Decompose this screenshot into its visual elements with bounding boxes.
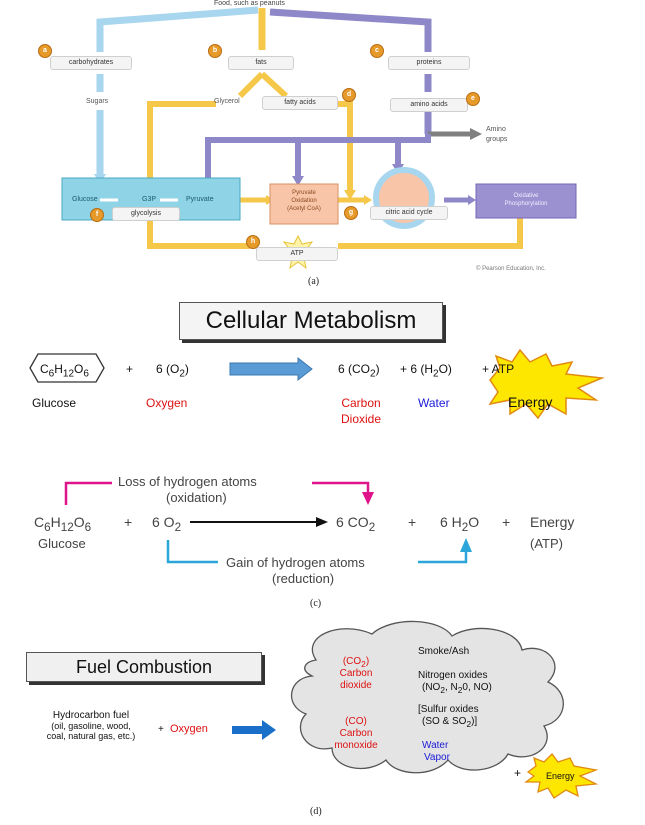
water-vapor-label-1: Water xyxy=(422,740,449,751)
nitrogen-oxides-label-2: (NO2, N20, NO) xyxy=(422,682,492,695)
co-formula-d: (CO) xyxy=(345,716,367,727)
co2-label-d-2: dioxide xyxy=(340,680,372,691)
smoke-ash-label: Smoke/Ash xyxy=(418,646,470,657)
atp-label: ATP xyxy=(256,247,338,261)
pyruvate-ox-line-1: Pyruvate xyxy=(292,190,316,196)
water-label-b: Water xyxy=(418,396,450,410)
glucose-label-b: Glucose xyxy=(32,396,77,410)
oxphos-line-1: Oxidative xyxy=(513,193,539,199)
oxygen-label-b: Oxygen xyxy=(146,396,188,410)
plus-c-2: + xyxy=(408,514,417,530)
gain-label-2: (reduction) xyxy=(272,571,335,586)
loss-label-1: Loss of hydrogen atoms xyxy=(118,474,257,489)
atp-label-c: (ATP) xyxy=(530,536,563,551)
sulfur-oxides-label-2: (SO & SO2)] xyxy=(422,716,478,729)
caption-d: (d) xyxy=(310,806,322,817)
oxygen-formula: 6 (O2) xyxy=(156,362,189,380)
o2-formula-c: 6 O2 xyxy=(152,514,182,534)
pyruvate-oxidation-box: Pyruvate Oxidation (Acetyl CoA) xyxy=(270,189,338,213)
fuel-combustion-title: Fuel Combustion xyxy=(75,657,213,677)
hydrocarbon-fuel-1: Hydrocarbon fuel xyxy=(52,710,130,721)
proteins-label: proteins xyxy=(388,56,470,70)
loss-label-2: (oxidation) xyxy=(166,490,227,505)
carbon-label-b-1: Carbon xyxy=(341,396,381,410)
h2o-formula-c: 6 H2O xyxy=(440,514,480,534)
food-label: Food, such as peanuts xyxy=(214,0,285,7)
co2-formula-c: 6 CO2 xyxy=(336,514,376,534)
gain-label-1: Gain of hydrogen atoms xyxy=(226,555,365,570)
water-formula: + 6 (H2O) xyxy=(400,362,452,380)
nitrogen-oxides-label-1: Nitrogen oxides xyxy=(418,670,488,681)
co-label-d-1: Carbon xyxy=(339,728,373,739)
plus-sign-1: + xyxy=(126,362,134,376)
panel-a-arrows xyxy=(61,6,577,270)
co2-formula-d: (CO2) xyxy=(342,656,370,669)
co2-formula: 6 (CO2) xyxy=(338,362,380,380)
water-vapor-label-2: Vapor xyxy=(424,752,450,763)
sulfur-oxides-label-1: [Sulfur oxides xyxy=(418,704,479,715)
panel-c-arrows xyxy=(64,481,472,564)
oxygen-label-d: Oxygen xyxy=(170,723,208,735)
badge-f: f xyxy=(90,208,104,222)
plus-energy-sign: + xyxy=(514,766,522,780)
carbon-label-b-2: Dioxide xyxy=(340,412,382,426)
panel-b-graphics xyxy=(29,348,605,420)
atp-text: + ATP xyxy=(482,362,515,376)
carbohydrates-label: carbohydrates xyxy=(50,56,132,70)
badge-h: h xyxy=(246,235,260,249)
badge-e: e xyxy=(466,92,480,106)
badge-b: b xyxy=(208,44,222,58)
cellular-metabolism-title: Cellular Metabolism xyxy=(205,307,417,334)
pyruvate-ox-line-2: Oxidation xyxy=(291,198,317,204)
amino-acids-label: amino acids xyxy=(390,98,468,112)
co-label-d-2: monoxide xyxy=(334,740,378,751)
panel-d-graphics xyxy=(232,620,599,799)
cellular-metabolism-title-box: Cellular Metabolism xyxy=(179,302,443,340)
energy-label-b: Energy xyxy=(508,394,553,410)
oxphos-box: Oxidative Phosphorylation xyxy=(476,192,576,208)
glycolysis-label: glycolysis xyxy=(112,207,180,221)
caption-a: (a) xyxy=(308,276,320,287)
glucose-label-c: Glucose xyxy=(38,536,86,551)
glycerol-label: Glycerol xyxy=(214,98,240,105)
amino-groups-label-2: groups xyxy=(486,136,508,143)
pyruvate-ox-line-3: (Acetyl CoA) xyxy=(287,206,321,212)
energy-label-d: Energy xyxy=(546,771,575,781)
badge-g: g xyxy=(344,206,358,220)
badge-a: a xyxy=(38,44,52,58)
hydrocarbon-fuel-2: (oil, gasoline, wood, xyxy=(51,721,131,731)
badge-d: d xyxy=(342,88,356,102)
hydrocarbon-fuel-3: coal, natural gas, etc.) xyxy=(46,731,136,741)
energy-c: Energy xyxy=(530,514,575,530)
caption-c: (c) xyxy=(310,598,322,609)
oxphos-line-2: Phosphorylation xyxy=(504,201,548,207)
sugars-label: Sugars xyxy=(86,98,109,105)
fats-label: fats xyxy=(228,56,294,70)
copyright-text: © Pearson Education, Inc. xyxy=(476,266,546,272)
pyruvate-label: Pyruvate xyxy=(186,196,214,203)
plus-oxygen-sign: + xyxy=(158,724,164,735)
glucose-formula: C6H12O6 xyxy=(40,362,89,380)
glucose-formula-c: C6H12O6 xyxy=(34,514,92,534)
co2-label-d-1: Carbon xyxy=(339,668,373,679)
amino-groups-label-1: Amino xyxy=(486,126,506,133)
glucose-label: Glucose xyxy=(72,196,98,203)
g3p-label: G3P xyxy=(142,196,157,203)
fuel-combustion-title-box: Fuel Combustion xyxy=(26,652,262,682)
badge-c: c xyxy=(370,44,384,58)
plus-c-3: + xyxy=(502,514,511,530)
fatty-acids-label: fatty acids xyxy=(262,96,338,110)
plus-c-1: + xyxy=(124,514,133,530)
citric-acid-cycle-label: citric acid cycle xyxy=(370,206,448,220)
